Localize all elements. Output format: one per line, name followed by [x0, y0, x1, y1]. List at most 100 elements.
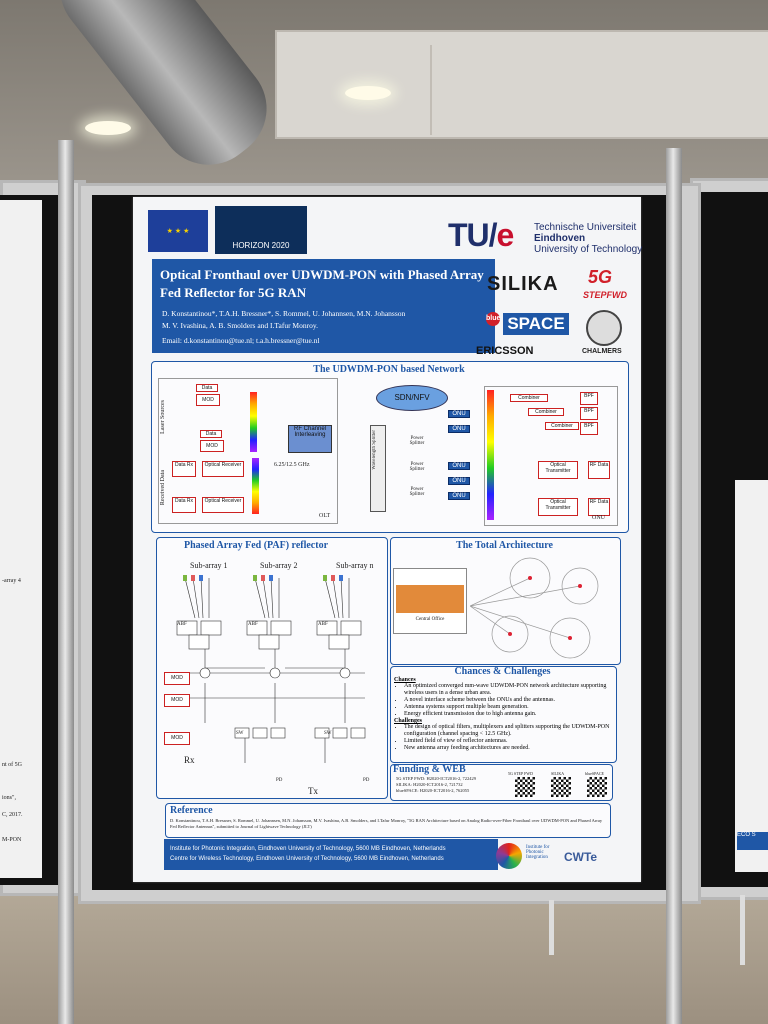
- floor: [0, 890, 768, 1024]
- onu-block-label: ONU: [592, 515, 605, 521]
- neighbor-text: -array 4: [2, 578, 21, 584]
- olt-block: [158, 378, 338, 524]
- qr-label: 5G STEP FWD: [508, 771, 533, 776]
- power-splitter-label: Power Splitter: [409, 436, 425, 446]
- chalmers-logo: CHALMERS: [582, 348, 622, 355]
- ceiling-grid: [430, 45, 432, 135]
- wavelength-splitter: [370, 425, 386, 512]
- received-data-label: Received Data: [160, 470, 166, 506]
- reference-title: Reference: [170, 805, 213, 816]
- qr-label: SILIKA: [551, 771, 565, 776]
- bpf-box: BPF: [580, 407, 598, 420]
- sw-label: SW: [324, 731, 332, 736]
- wavelength-splitter-label: Wavelength Splitter: [372, 430, 377, 470]
- mod-box: MOD: [196, 394, 220, 406]
- footer-line: Institute for Photonic Integration, Eind…: [170, 846, 446, 852]
- funding-title: Funding & WEB: [393, 764, 466, 775]
- funding-section: [390, 764, 613, 801]
- spacing-label: 6.25/12.5 GHz: [274, 462, 310, 468]
- ceiling-panel: [275, 30, 768, 139]
- central-office-label: Central Office: [415, 617, 445, 622]
- challenge-item: The design of optical filters, multiplex…: [404, 724, 612, 738]
- neighbor-poster-right: ECO S: [735, 480, 768, 872]
- sdn-cloud: SDN/NFV: [376, 385, 448, 411]
- challenges-head: Challenges: [394, 718, 423, 724]
- onu-box: ONU: [448, 410, 470, 418]
- subarray-label: Sub-array 2: [260, 561, 298, 570]
- subarray-label: Sub-array n: [336, 561, 374, 570]
- qr-code-icon: [551, 777, 571, 797]
- optical-transmitter-box: Optical Transmitter: [538, 461, 578, 479]
- optical-receiver-box: Optical Receiver: [202, 461, 244, 477]
- display-pole: [666, 148, 682, 1024]
- qr-code-icon: [515, 777, 535, 797]
- chance-item: An optimized converged mm-wave UDWDM-PON…: [404, 683, 612, 697]
- bpf-box: BPF: [580, 422, 598, 435]
- paf-diagram: [176, 575, 366, 763]
- mod-box: MOD: [164, 694, 190, 707]
- chance-item: Antenna systems support multiple beam ge…: [404, 704, 612, 711]
- title-banner: [152, 259, 495, 353]
- data-box: Data: [200, 430, 222, 438]
- ceiling-light: [345, 86, 391, 100]
- pd-label: PD: [363, 778, 370, 783]
- tue-logo-suffix: e: [496, 217, 515, 253]
- tx-label: Tx: [308, 786, 318, 796]
- pd-label: PD: [276, 778, 283, 783]
- demultiplexer-icon: [252, 458, 259, 514]
- horizon-2020-logo: HORIZON 2020: [215, 206, 307, 254]
- multiplexer-icon: [250, 392, 257, 452]
- architecture-map: [470, 557, 599, 659]
- tue-name: Technische Universiteit Eindhoven Univer…: [534, 222, 642, 255]
- abf-label: ABF: [318, 622, 328, 627]
- ericsson-logo: ERICSSON: [476, 345, 534, 357]
- silika-logo: SILIKA: [487, 273, 559, 295]
- neighbor-text: C, 2017.: [2, 812, 23, 818]
- optical-receiver-box: Optical Receiver: [202, 497, 244, 513]
- neighbor-footer: ECO S: [737, 832, 768, 850]
- ipi-logo-icon: [496, 843, 522, 869]
- chalmers-crest-icon: [586, 310, 622, 346]
- challenge-item: Limited field of view of reflector anten…: [404, 738, 612, 745]
- rx-label: Rx: [184, 755, 195, 765]
- bluespace-badge: blue: [486, 312, 500, 326]
- combiner-box: Combiner: [528, 408, 564, 416]
- olt-label: OLT: [319, 513, 331, 519]
- qr-label: blueSPACE: [585, 771, 604, 776]
- reference-section: [165, 803, 611, 838]
- rf-data-box: RF Data: [588, 461, 610, 479]
- authors-line: M. V. Ivashina, A. B. Smolders and I.Taf…: [162, 321, 318, 330]
- poster-authors: D. Konstantinou*, T.A.H. Bressner*, S. R…: [162, 308, 492, 347]
- funding-list: 5G STEP FWD: H2020-ICT2016-2, 722429 SIL…: [396, 776, 476, 794]
- chances-section: [390, 666, 617, 763]
- central-office-equipment: [396, 585, 464, 613]
- abf-label: ABF: [248, 622, 258, 627]
- tue-logo: TU/e: [448, 217, 515, 254]
- onu-box: ONU: [448, 477, 470, 485]
- qr-code-icon: [587, 777, 607, 797]
- power-splitter-label: Power Splitter: [409, 487, 425, 497]
- combiner-box: Combiner: [510, 394, 548, 402]
- authors-line: D. Konstantinou*, T.A.H. Bressner*, S. R…: [162, 309, 406, 318]
- data-box: Data: [196, 384, 218, 392]
- 5g-logo: 5G: [588, 267, 613, 287]
- bpf-box: BPF: [580, 392, 598, 405]
- neighbor-text: ions",: [2, 795, 16, 801]
- chance-item: A novel interface scheme between the ONU…: [404, 697, 612, 704]
- email-line: Email: d.konstantinou@tue.nl; t.a.h.bres…: [162, 336, 320, 345]
- mod-box: MOD: [164, 672, 190, 685]
- onu-demux-icon: [487, 390, 494, 520]
- cwte-logo: CWTe: [564, 850, 598, 864]
- laser-sources-label: Laser Sources: [160, 400, 166, 434]
- combiner-box: Combiner: [545, 422, 579, 430]
- bluespace-logo: SPACE: [503, 313, 569, 335]
- funding-item: SILIKA: H2020-ICT2016-2, 721732: [396, 782, 463, 787]
- footer-line: Centre for Wireless Technology, Eindhove…: [170, 856, 444, 862]
- funding-item: 5G STEP FWD: H2020-ICT2016-2, 722429: [396, 776, 476, 781]
- power-splitter-label: Power Splitter: [409, 462, 425, 472]
- poster-title: Optical Fronthaul over UDWDM-PON with Ph…: [160, 267, 484, 300]
- abf-label: ABF: [177, 622, 187, 627]
- mod-box: MOD: [164, 732, 190, 745]
- neighbor-poster-left: -array 4 nt of 5G ions", C, 2017. M-PON: [0, 200, 42, 878]
- stepfwd-logo: STEPFWD: [583, 290, 627, 300]
